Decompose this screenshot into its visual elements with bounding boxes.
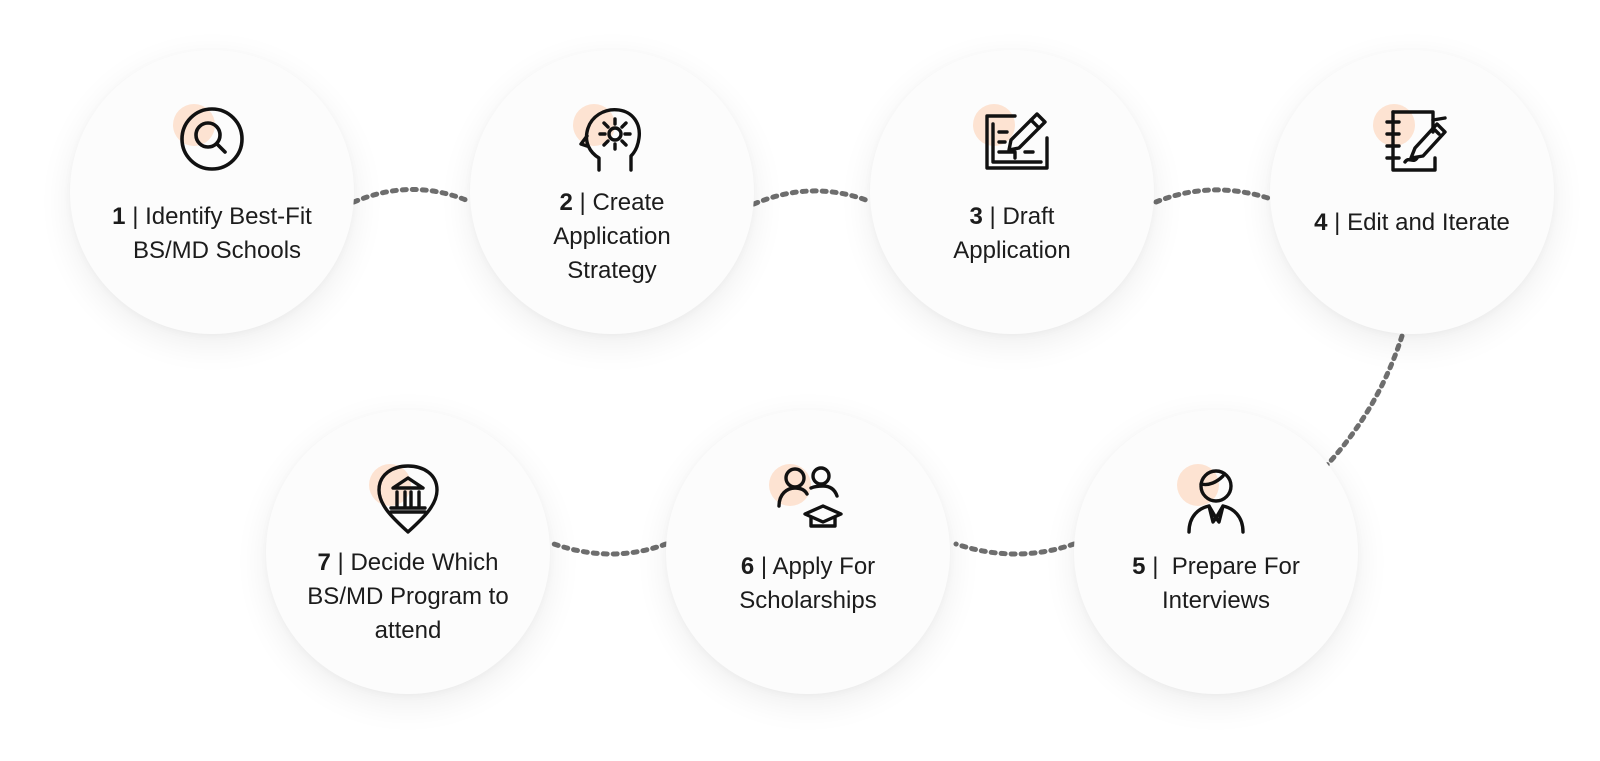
step-2-label: 2 | Create Application Strategy — [486, 186, 738, 288]
connector-4-5 — [1323, 333, 1405, 469]
step-number: 7 — [317, 549, 331, 576]
step-1-card: 1 | Identify Best-Fit BS/MD Schools — [70, 50, 354, 334]
step-2-card: 2 | Create Application Strategy — [470, 50, 754, 334]
step-number: 6 — [740, 553, 755, 580]
draft-edit-icon — [973, 100, 1051, 178]
step-text-line: Create — [592, 189, 665, 216]
step-separator: | — [760, 553, 768, 580]
step-separator: | — [579, 189, 586, 216]
step-5-card: 5 | Prepare For Interviews — [1074, 410, 1358, 694]
step-separator: | — [1152, 553, 1159, 580]
step-text-line: Application — [953, 237, 1071, 264]
step-text-line: Apply For — [772, 553, 876, 580]
step-text-line: BS/MD Program to — [307, 583, 509, 610]
step-separator: | — [1334, 209, 1341, 236]
step-6-label: 6 | Apply For Scholarships — [682, 550, 934, 618]
step-text-line: Strategy — [567, 257, 657, 284]
step-3-card: 3 | Draft Application — [870, 50, 1154, 334]
step-1-label: 1 | Identify Best-Fit BS/MD Schools — [86, 200, 338, 268]
head-gear-icon — [573, 100, 651, 178]
step-7-label: 7 | Decide Which BS/MD Program to attend — [282, 546, 534, 648]
institution-pin-icon — [369, 460, 447, 538]
connector-2-3 — [751, 188, 869, 207]
step-number: 4 — [1314, 209, 1328, 236]
step-text-line: Decide Which — [350, 549, 499, 576]
notebook-pen-icon — [1373, 100, 1451, 178]
connector-1-2 — [351, 187, 469, 205]
step-text-line: Edit and Iterate — [1347, 209, 1510, 236]
connector-6-7 — [551, 541, 669, 557]
step-text-line: Identify Best-Fit — [145, 203, 312, 230]
step-separator: | — [989, 203, 996, 230]
step-text-line: attend — [374, 617, 442, 644]
step-separator: | — [132, 203, 139, 230]
magnifier-icon — [173, 100, 251, 178]
step-3-label: 3 | Draft Application — [886, 200, 1138, 268]
step-number: 5 — [1132, 553, 1146, 580]
step-text-line: Interviews — [1161, 587, 1271, 614]
step-number: 2 — [559, 189, 573, 216]
step-text-line: Application — [553, 223, 671, 250]
step-text-line: Prepare For — [1171, 553, 1300, 580]
step-4-card: 4 | Edit and Iterate — [1270, 50, 1554, 334]
step-number: 1 — [112, 203, 126, 230]
students-graduation-icon — [769, 460, 847, 538]
step-6-card: 6 | Apply For Scholarships — [666, 410, 950, 694]
step-4-label: 4 | Edit and Iterate — [1286, 206, 1538, 240]
interviewee-icon — [1177, 460, 1255, 538]
step-text-line: Draft — [1002, 203, 1055, 230]
step-text-line: BS/MD Schools — [132, 237, 302, 264]
step-5-label: 5 | Prepare For Interviews — [1090, 550, 1342, 618]
connector-3-4 — [1153, 187, 1271, 205]
step-text-line: Scholarships — [739, 587, 877, 614]
step-7-card: 7 | Decide Which BS/MD Program to attend — [266, 410, 550, 694]
connector-5-6 — [953, 541, 1077, 557]
step-number: 3 — [969, 203, 983, 230]
step-separator: | — [337, 549, 344, 576]
